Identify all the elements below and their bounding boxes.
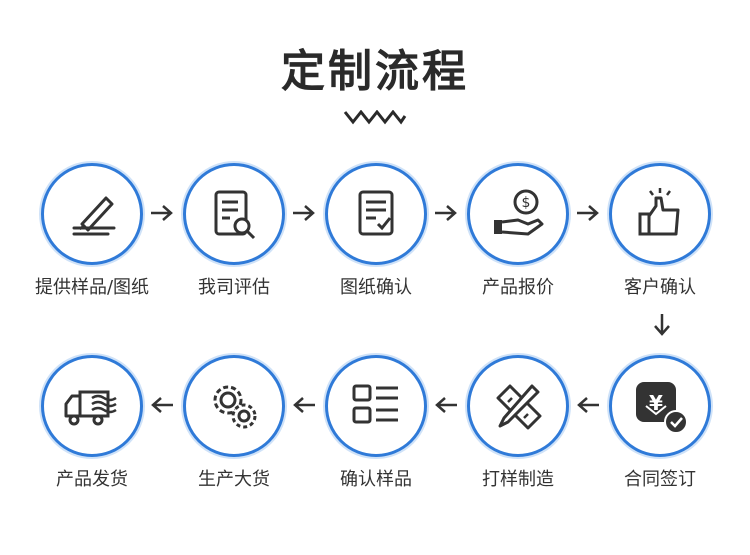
- step-6-label: 合同签订: [624, 469, 696, 490]
- step-8-circle: [325, 355, 427, 457]
- arrow-left-icon: [435, 397, 457, 413]
- arrow-left-icon: [293, 397, 315, 413]
- arrow-right-icon: [293, 205, 315, 221]
- step-10-label: 产品发货: [56, 469, 128, 490]
- document-search-icon: [214, 190, 256, 240]
- hand-coin-icon: $: [494, 189, 544, 236]
- step-3-circle: [325, 163, 427, 265]
- svg-text:$: $: [522, 195, 531, 211]
- document-check-icon: [358, 190, 394, 236]
- thumbs-up-icon: [638, 188, 680, 236]
- delivery-truck-icon: [64, 390, 117, 426]
- step-5-circle: [609, 163, 711, 265]
- arrow-right-icon: [577, 205, 599, 221]
- step-4-label: 产品报价: [482, 277, 554, 298]
- arrow-left-icon: [577, 397, 599, 413]
- chevron-decoration-icon: [343, 110, 407, 125]
- step-2-label: 我司评估: [198, 277, 270, 298]
- list-grid-icon: [352, 384, 398, 424]
- step-5-label: 客户确认: [624, 277, 696, 298]
- step-8-label: 确认样品: [340, 469, 412, 490]
- step-7-label: 打样制造: [482, 469, 554, 490]
- svg-text:¥: ¥: [649, 391, 663, 415]
- step-9-circle: [183, 355, 285, 457]
- step-9-label: 生产大货: [198, 469, 270, 490]
- step-1-circle: [41, 163, 143, 265]
- arrow-down-icon: [654, 314, 670, 336]
- step-3-label: 图纸确认: [340, 277, 412, 298]
- step-1-label: 提供样品/图纸: [34, 277, 150, 298]
- contract-yen-check-icon: ¥: [636, 382, 688, 434]
- pen-drawing-icon: [72, 196, 116, 236]
- step-2-circle: [183, 163, 285, 265]
- gears-icon: [213, 385, 257, 429]
- page-title: 定制流程: [281, 46, 469, 97]
- pencil-ruler-icon: [496, 384, 542, 430]
- arrow-right-icon: [435, 205, 457, 221]
- step-7-circle: [467, 355, 569, 457]
- step-10-circle: [41, 355, 143, 457]
- step-6-circle: ¥: [609, 355, 711, 457]
- arrow-right-icon: [151, 205, 173, 221]
- step-4-circle: $: [467, 163, 569, 265]
- arrow-left-icon: [151, 397, 173, 413]
